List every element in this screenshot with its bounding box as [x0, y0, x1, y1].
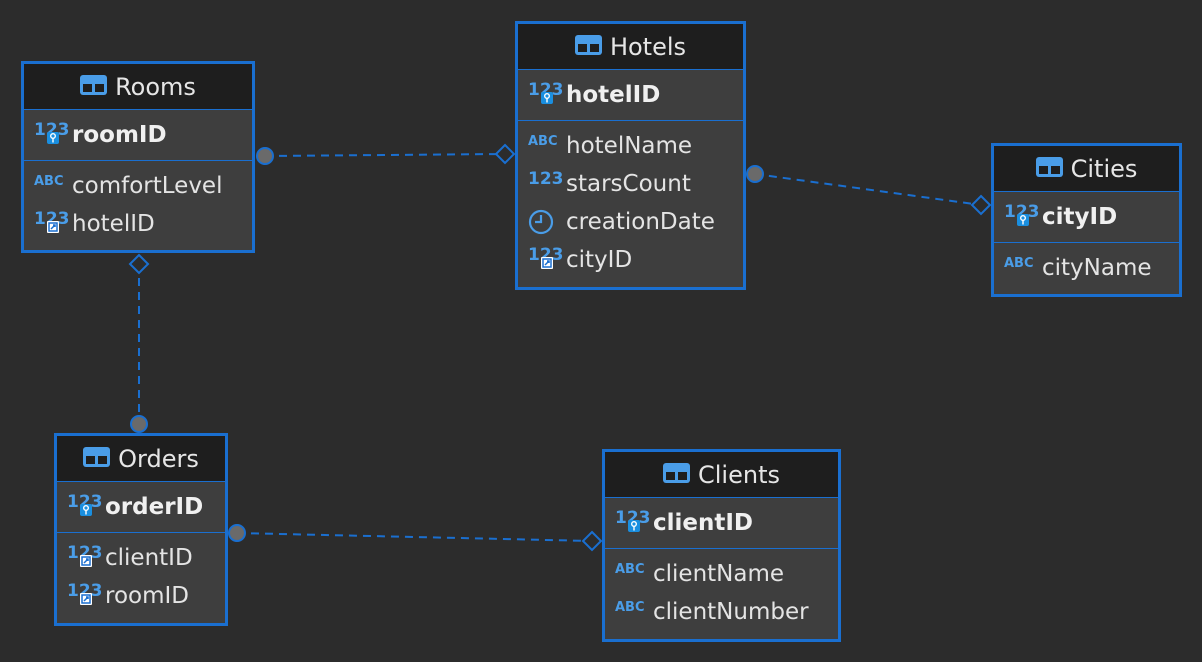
column-row[interactable]: 123 orderID — [57, 492, 204, 520]
number-foreign-key-icon: 123 — [67, 543, 103, 567]
entity-orders[interactable]: Orders 123 orderID 123 clientID 123 room… — [54, 433, 228, 626]
primary-key-section: 123 hotelID — [518, 70, 743, 121]
primary-key-section: 123 clientID — [605, 498, 838, 549]
number-key-icon: 123 — [615, 508, 651, 532]
relation-endpoint-circle — [228, 524, 246, 542]
entity-title: Clients — [698, 460, 780, 489]
entity-header[interactable]: Orders — [57, 436, 225, 482]
relation-endpoint-diamond — [494, 143, 516, 165]
number-key-icon: 123 — [1004, 202, 1040, 226]
entity-clients[interactable]: Clients 123 clientID ABC clientName ABC … — [602, 449, 841, 642]
text-type-icon: ABC — [615, 561, 645, 577]
column-row[interactable]: 123 roomID — [24, 120, 167, 148]
column-row[interactable]: creationDate — [518, 203, 743, 241]
relation-endpoint-circle — [256, 147, 274, 165]
column-name: clientNumber — [653, 599, 809, 625]
column-name: roomID — [105, 583, 189, 609]
primary-key-section: 123 cityID — [994, 192, 1179, 243]
column-name: clientName — [653, 561, 785, 587]
entity-title: Hotels — [609, 32, 687, 61]
column-name: cityID — [1042, 204, 1118, 230]
column-name: roomID — [72, 122, 167, 148]
table-icon — [1035, 155, 1063, 183]
column-name: creationDate — [566, 209, 715, 235]
entity-title: Orders — [118, 444, 199, 473]
column-name: cityName — [1042, 255, 1152, 281]
entity-cities[interactable]: Cities 123 cityID ABC cityName — [991, 143, 1182, 297]
column-row[interactable]: 123 cityID — [994, 202, 1118, 230]
columns-section: ABC cityName — [994, 243, 1179, 287]
column-name: clientID — [105, 545, 193, 571]
relation-endpoint-circle — [746, 165, 764, 183]
number-foreign-key-icon: 123 — [67, 581, 103, 605]
entity-header[interactable]: Clients — [605, 452, 838, 498]
column-row[interactable]: 123 clientID — [57, 539, 225, 577]
column-name: hotelID — [566, 82, 661, 108]
number-key-icon: 123 — [34, 120, 70, 144]
number-foreign-key-icon: 123 — [528, 245, 564, 269]
column-name: cityID — [566, 247, 633, 273]
table-icon — [83, 445, 111, 473]
relation-endpoint-circle — [130, 415, 148, 433]
column-row[interactable]: 123 starsCount — [518, 165, 743, 203]
relation-rooms-hotels[interactable] — [264, 153, 506, 157]
columns-section: ABC comfortLevel 123 hotelID — [24, 161, 252, 243]
text-type-icon: ABC — [528, 133, 558, 149]
column-row[interactable]: 123 clientID — [605, 508, 754, 536]
entity-title: Rooms — [115, 72, 196, 101]
column-name: comfortLevel — [72, 173, 223, 199]
column-name: hotelID — [72, 211, 155, 237]
clock-icon — [528, 209, 562, 235]
relation-endpoint-diamond — [970, 194, 992, 216]
entity-rooms[interactable]: Rooms 123 roomID ABC comfortLevel 123 ho… — [21, 61, 255, 253]
column-row[interactable]: ABC comfortLevel — [24, 167, 252, 205]
column-name: starsCount — [566, 171, 691, 197]
column-row[interactable]: 123 cityID — [518, 241, 743, 279]
text-type-icon: ABC — [34, 173, 64, 189]
columns-section: 123 clientID 123 roomID — [57, 533, 225, 615]
column-name: orderID — [105, 494, 204, 520]
relation-endpoint-diamond — [128, 253, 150, 275]
columns-section: ABC hotelName 123 starsCount creationDat… — [518, 121, 743, 279]
column-row[interactable]: ABC clientName — [605, 555, 838, 593]
column-row[interactable]: ABC clientNumber — [605, 593, 838, 631]
entity-header[interactable]: Rooms — [24, 64, 252, 110]
entity-header[interactable]: Hotels — [518, 24, 743, 70]
table-icon — [80, 73, 108, 101]
number-key-icon: 123 — [528, 80, 564, 104]
text-type-icon: ABC — [1004, 255, 1034, 271]
primary-key-section: 123 orderID — [57, 482, 225, 533]
number-foreign-key-icon: 123 — [34, 209, 70, 233]
column-row[interactable]: ABC hotelName — [518, 127, 743, 165]
entity-hotels[interactable]: Hotels 123 hotelID ABC hotelName 123 sta… — [515, 21, 746, 290]
relation-endpoint-diamond — [581, 530, 603, 552]
number-key-icon: 123 — [67, 492, 103, 516]
number-type-icon: 123 — [528, 169, 564, 189]
column-row[interactable]: 123 hotelID — [518, 80, 661, 108]
relation-orders-clients[interactable] — [236, 532, 593, 542]
table-icon — [663, 461, 690, 489]
relation-hotels-cities[interactable] — [754, 173, 982, 206]
table-icon — [574, 33, 602, 61]
column-name: clientID — [653, 510, 754, 536]
column-row[interactable]: ABC cityName — [994, 249, 1179, 287]
text-type-icon: ABC — [615, 599, 645, 615]
entity-title: Cities — [1070, 154, 1138, 183]
columns-section: ABC clientName ABC clientNumber — [605, 549, 838, 631]
column-name: hotelName — [566, 133, 693, 159]
entity-header[interactable]: Cities — [994, 146, 1179, 192]
primary-key-section: 123 roomID — [24, 110, 252, 161]
column-row[interactable]: 123 roomID — [57, 577, 225, 615]
column-row[interactable]: 123 hotelID — [24, 205, 252, 243]
